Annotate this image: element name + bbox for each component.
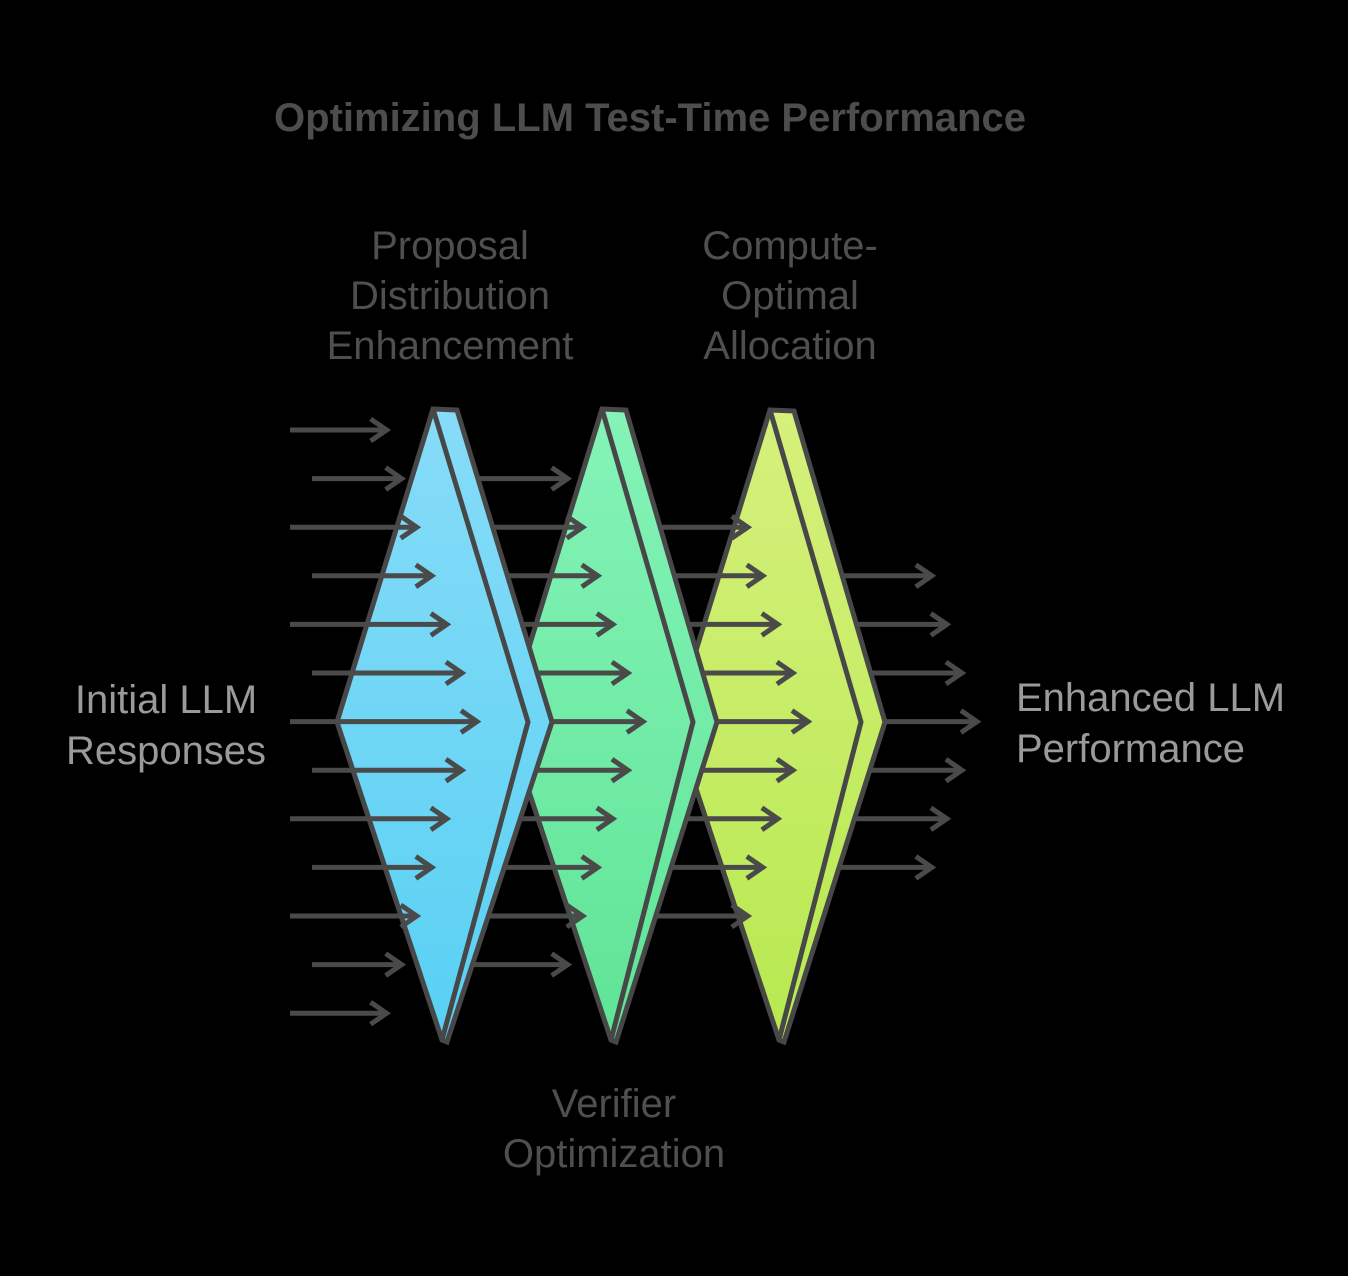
arrow-head — [429, 805, 452, 832]
arrow-head — [790, 708, 813, 735]
arrow-head — [730, 514, 753, 541]
arrow-head — [384, 951, 407, 978]
page-title: Optimizing LLM Test-Time Performance — [274, 96, 1026, 140]
arrow-head — [745, 562, 768, 589]
label-line: Allocation — [703, 324, 877, 368]
arrow-head — [414, 562, 437, 589]
label-line: Responses — [65, 729, 267, 773]
label-initial-llm-responses: Initial LLM Responses — [16, 675, 316, 777]
arrow-head — [914, 562, 937, 589]
arrow-head — [399, 514, 422, 541]
arrow-head — [414, 854, 437, 881]
label-line: Performance — [1016, 727, 1245, 771]
label-line: Optimization — [502, 1132, 726, 1176]
label-line: Verifier — [551, 1082, 677, 1126]
diamond-inner-edge-verifier-optimization — [599, 408, 696, 1041]
arrow-head — [459, 708, 482, 735]
label-line: Initial LLM — [74, 678, 258, 722]
arrow-head — [929, 611, 952, 638]
arrow-head — [399, 902, 422, 930]
arrow-head — [610, 757, 633, 784]
label-proposal-distribution-enhancement: Proposal Distribution Enhancement — [200, 221, 700, 371]
arrow-head — [565, 514, 588, 541]
label-line: Proposal — [371, 224, 529, 268]
diamond-proposal-distribution-enhancement — [334, 406, 555, 1046]
arrow-head — [595, 611, 618, 638]
arrow-head — [730, 902, 753, 930]
arrow-head — [369, 1000, 392, 1027]
label-line: Optimal — [721, 274, 859, 318]
arrow-head — [625, 708, 648, 735]
label-line: Distribution — [349, 274, 551, 318]
arrow-head — [429, 611, 452, 638]
arrow-head — [944, 757, 967, 784]
arrow-head — [595, 805, 618, 832]
arrow-head — [369, 416, 392, 444]
arrow-head — [760, 805, 783, 832]
arrow-head — [580, 562, 603, 589]
arrow-head — [914, 854, 937, 881]
label-compute-optimal-allocation: Compute- Optimal Allocation — [540, 221, 1040, 371]
stage1-arrows — [472, 465, 648, 978]
arrow-head — [565, 902, 588, 930]
arrow-head — [929, 805, 952, 832]
label-verifier-optimization: Verifier Optimization — [364, 1079, 864, 1179]
diamond-inner-edge-proposal-distribution-enhancement — [430, 408, 531, 1041]
arrow-head — [384, 465, 407, 492]
arrow-head — [444, 659, 467, 687]
arrow-head — [444, 757, 467, 784]
arrow-head — [959, 708, 982, 735]
arrow-head — [944, 659, 967, 687]
diamond-inner-edge-compute-optimal-allocation — [767, 409, 864, 1041]
input-arrows — [290, 416, 482, 1027]
arrow-head — [775, 757, 798, 784]
arrow-head — [775, 659, 798, 687]
arrow-head — [550, 465, 573, 492]
arrow-head — [610, 659, 633, 687]
arrow-head — [760, 611, 783, 638]
arrow-head — [580, 854, 603, 881]
stage2-arrows — [655, 514, 813, 930]
output-arrows — [839, 562, 982, 881]
label-line: Enhanced LLM — [1016, 676, 1286, 720]
label-line: Enhancement — [326, 324, 574, 368]
label-line: Compute- — [702, 224, 878, 268]
label-enhanced-llm-performance: Enhanced LLM Performance — [1016, 673, 1346, 775]
arrow-head — [550, 951, 573, 978]
arrow-head — [745, 854, 768, 881]
